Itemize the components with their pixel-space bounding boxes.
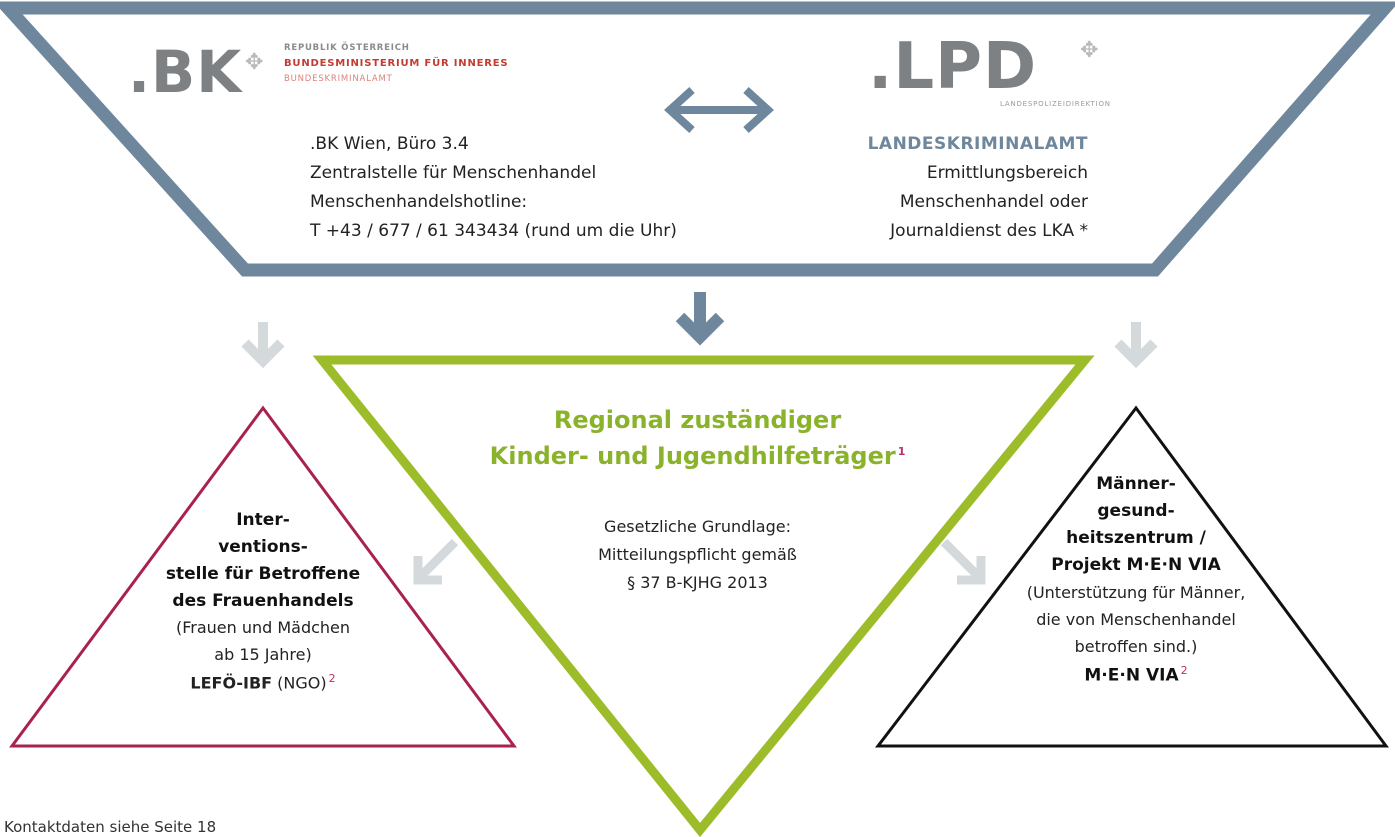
lpd-logo-line1: LANDESPOLIZEIDIREKTION	[1000, 100, 1111, 108]
lpd-logo-mark: .LPD	[868, 30, 1038, 104]
left-bold-line3: stelle für Betroffene	[165, 564, 361, 584]
bk-address-line3: Menschenhandelshotline:	[310, 192, 528, 212]
top-frame	[0, 1, 1395, 277]
left-triangle	[9, 405, 517, 748]
right-bold-line3: heitszentrum /	[1066, 528, 1206, 548]
footnote-contact: Kontaktdaten siehe Seite 18	[4, 818, 217, 836]
bk-hotline-number: T +43 / 677 / 61 343434 (rund um die Uhr…	[310, 221, 677, 241]
left-diagonal-arrow-icon	[413, 538, 459, 585]
lka-heading: LANDESKRIMINALAMT	[867, 134, 1088, 154]
bk-logo-line2: BUNDESMINISTERIUM FÜR INNERES	[284, 58, 509, 69]
center-body-line3: § 37 B-KJHG 2013	[627, 573, 768, 592]
bk-logo-line1: REPUBLIK ÖSTERREICH	[284, 43, 410, 53]
center-body-line1: Gesetzliche Grundlage:	[604, 517, 791, 536]
lpd-eagle-emblem-icon: ✥	[1080, 38, 1099, 63]
left-footnote-marker: 2	[328, 672, 336, 685]
center-triangle	[312, 355, 1095, 837]
right-bold-line2: gesund-	[1097, 501, 1175, 521]
lka-line1: Ermittlungsbereich	[926, 163, 1088, 183]
right-diagonal-arrow-icon	[940, 538, 986, 585]
right-org-name: M·E·N VIA	[1084, 665, 1179, 686]
left-bold-line4: des Frauenhandels	[172, 591, 354, 611]
left-bold-line2: ventions-	[218, 537, 308, 557]
bk-logo-line3: BUNDESKRIMINALAMT	[284, 74, 393, 84]
bk-address-line1: .BK Wien, Büro 3.4	[310, 134, 469, 154]
center-down-arrow-icon	[675, 292, 725, 346]
left-down-arrow-icon	[241, 322, 285, 369]
center-title-text: Kinder- und Jugendhilfeträger	[489, 442, 896, 470]
right-line5: (Unterstützung für Männer,	[1026, 583, 1246, 602]
left-org-name: LEFÖ-IBF	[190, 673, 273, 693]
left-bold-line1: Inter-	[236, 510, 290, 530]
lka-line2: Menschenhandel oder	[899, 192, 1088, 212]
center-title-line1: Regional zuständiger	[553, 406, 842, 434]
left-org-type: (NGO)	[272, 673, 327, 693]
eagle-emblem-icon: ✥	[245, 50, 264, 75]
right-line7: betroffen sind.)	[1074, 637, 1198, 656]
right-bold-line1: Männer-	[1096, 474, 1176, 494]
bk-logo-mark: .BK	[128, 38, 243, 106]
double-arrow-icon	[664, 87, 774, 133]
left-line6: ab 15 Jahre)	[214, 645, 312, 664]
right-footnote-marker: 2	[1180, 664, 1188, 677]
right-line6: die von Menschenhandel	[1036, 610, 1236, 629]
left-line5: (Frauen und Mädchen	[175, 618, 351, 637]
lka-line3: Journaldienst des LKA *	[890, 221, 1088, 241]
bk-address-line2: Zentralstelle für Menschenhandel	[310, 163, 597, 183]
left-org-line: LEFÖ-IBF (NGO)2	[113, 672, 413, 693]
center-title-footnote-marker: 1	[897, 445, 906, 458]
right-bold-line4: Projekt M·E·N VIA	[1051, 555, 1221, 575]
right-triangle	[874, 405, 1389, 748]
right-down-arrow-icon	[1114, 322, 1158, 369]
center-body-line2: Mitteilungspflicht gemäß	[598, 545, 797, 564]
